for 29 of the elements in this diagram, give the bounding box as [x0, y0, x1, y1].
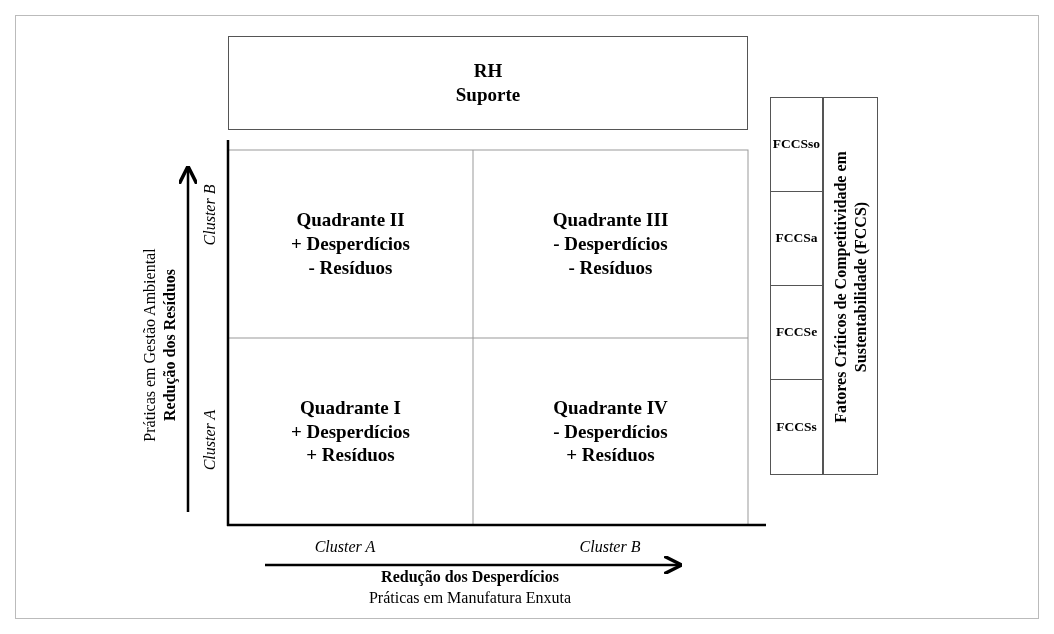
node-title: FCCSs [776, 418, 817, 436]
node-title: RH [473, 59, 503, 83]
cluster-label: Cluster A [202, 409, 218, 471]
node-text: + Resíduos [566, 443, 655, 468]
node-text: + Resíduos [306, 443, 395, 468]
node-text: + Desperdícios [291, 419, 410, 444]
node-title: FCCSa [775, 230, 818, 247]
axis-label: Redução dos Desperdícios [381, 569, 559, 585]
node-text: + Desperdícios [291, 232, 410, 256]
node-text: - Desperdícios [553, 419, 668, 444]
header-box [228, 36, 748, 130]
node-text: - Resíduos [308, 255, 393, 280]
axis-title: Práticas em Gestão Ambiental [142, 248, 158, 442]
cluster-label: Cluster B [202, 184, 218, 246]
node-text: - Desperdícios [553, 232, 668, 256]
node-text: Suporte [455, 83, 521, 107]
cluster-label: Cluster B [579, 539, 641, 555]
node-text: - Resíduos [568, 255, 653, 280]
axis-label: Redução dos Resíduos [162, 269, 178, 421]
axis-title: Práticas em Manufatura Enxuta [368, 590, 572, 606]
factor-panel [770, 97, 878, 475]
cluster-label: Cluster A [314, 539, 376, 555]
node-title: FCCSso [772, 136, 821, 153]
node-title: Quadrante II [296, 208, 405, 233]
node-title: FCCSe [775, 324, 818, 341]
node-title: Quadrante III [552, 208, 669, 233]
node-title: Quadrante I [300, 395, 401, 420]
node-title: Quadrante IV [553, 395, 668, 420]
panel-title: Fatores Críticos de Competitividade em Sustentabilidade (FCCS) [831, 150, 871, 425]
